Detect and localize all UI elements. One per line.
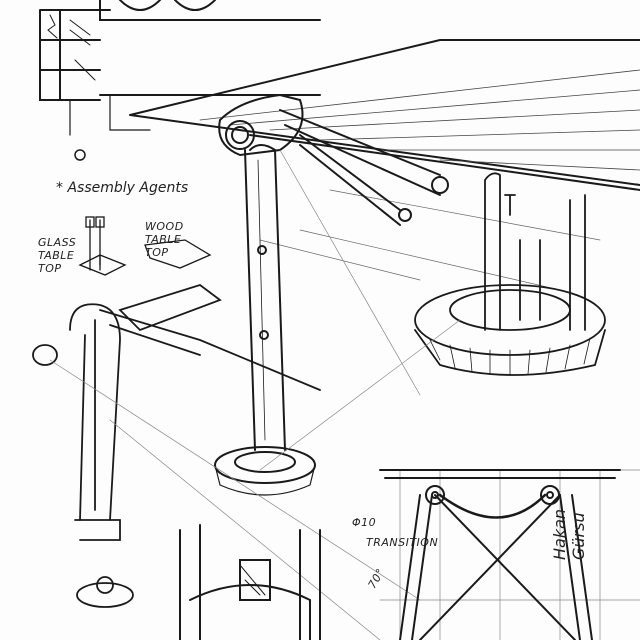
clip-part xyxy=(32,284,321,608)
signature: Hakan Gürsu xyxy=(550,508,588,560)
fitting-parts xyxy=(78,216,212,276)
section-view-bottom xyxy=(179,524,321,640)
main-leg xyxy=(214,93,449,496)
diameter-label: Φ10 xyxy=(352,516,377,529)
assembly-note: * Assembly Agents xyxy=(56,180,189,196)
glass-table-top-label: GLASS TABLE TOP xyxy=(38,236,77,275)
table-top-plank xyxy=(129,39,640,291)
construction-lines xyxy=(49,149,640,640)
wood-table-top-label: WOOD TABLE TOP xyxy=(145,220,184,259)
x-brace-frame xyxy=(379,469,621,640)
section-view-top-left xyxy=(39,0,321,161)
transition-label: TRANSITION xyxy=(366,536,439,549)
right-stand xyxy=(414,172,606,376)
